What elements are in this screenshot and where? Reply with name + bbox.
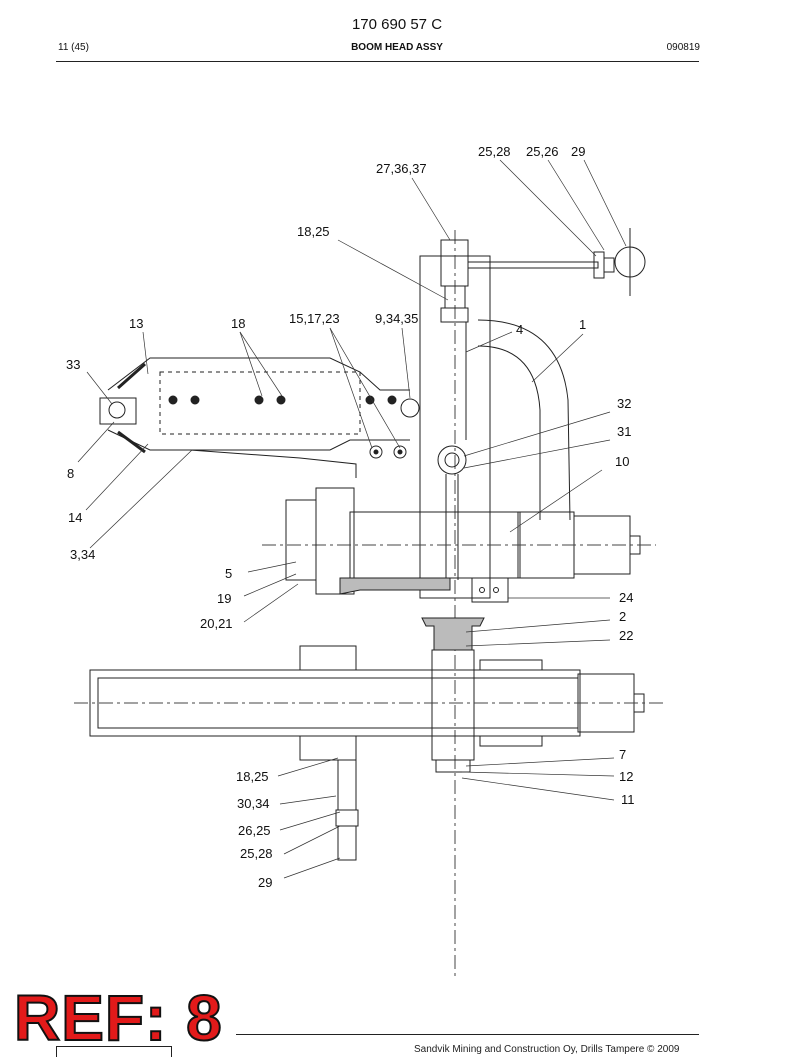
jaw-pivot-block — [99, 397, 137, 425]
arm-bolts — [168, 395, 407, 459]
item-label: 4 — [516, 322, 523, 337]
item-label: 18,25 — [236, 769, 269, 784]
item-label: 14 — [68, 510, 82, 525]
item-label: 7 — [619, 747, 626, 762]
lower-jaw-pad — [117, 430, 146, 454]
item-label: 10 — [615, 454, 629, 469]
jaw-cylinder-housing — [159, 371, 361, 435]
item-label: 33 — [66, 357, 80, 372]
jaw-pivot-pin — [108, 401, 126, 419]
header-rule — [56, 61, 699, 62]
lower-bottom-rail — [479, 735, 543, 747]
item-label: 31 — [617, 424, 631, 439]
page-number: 11 (45) — [58, 42, 89, 53]
mount-block — [471, 577, 509, 603]
curved-hose-inner — [477, 345, 541, 520]
item-label: 24 — [619, 590, 633, 605]
item-label: 25,28 — [478, 144, 511, 159]
clamp-block — [603, 257, 615, 273]
item-label: 19 — [217, 591, 231, 606]
rotator-housing — [431, 649, 475, 761]
item-label: 25,26 — [526, 144, 559, 159]
rotator-nut — [435, 759, 471, 773]
item-label: 12 — [619, 769, 633, 784]
top-cylinder-collar — [440, 307, 469, 323]
footer-rule — [236, 1034, 699, 1035]
sleeve-flange — [421, 617, 485, 651]
item-label: 15,17,23 — [289, 311, 340, 326]
flange-hub — [285, 499, 317, 581]
upper-jaw-pad — [117, 362, 146, 390]
item-label: 2 — [619, 609, 626, 624]
curved-hose-outer — [477, 319, 571, 521]
item-labels: 25,28 25,26 29 27,36,37 18,25 13 18 15,1… — [66, 144, 635, 890]
document-number: 170 690 57 C — [351, 16, 443, 33]
item-label: 27,36,37 — [376, 161, 427, 176]
lower-top-clamp — [299, 645, 357, 671]
footer-copyright: Sandvik Mining and Construction Oy, Dril… — [414, 1044, 680, 1055]
item-label: 13 — [129, 316, 143, 331]
item-label: 9,34,35 — [375, 311, 418, 326]
jaw-link-line — [189, 449, 357, 478]
item-label: 11 — [621, 792, 635, 807]
item-label: 18,25 — [297, 224, 330, 239]
lower-hose-pipe — [337, 759, 357, 811]
page-title: BOOM HEAD ASSY — [351, 42, 443, 53]
leader-lines — [77, 159, 627, 879]
lower-top-rail — [479, 659, 543, 671]
item-label: 29 — [571, 144, 585, 159]
plate-pivot-inner — [444, 452, 460, 468]
jaw-rear-pin — [400, 398, 420, 418]
item-label: 30,34 — [237, 796, 270, 811]
item-label: 20,21 — [200, 616, 233, 631]
item-label: 8 — [67, 466, 74, 481]
plate-pivot-outer — [437, 445, 467, 475]
item-label: 18 — [231, 316, 245, 331]
item-label: 26,25 — [238, 823, 271, 838]
company-logo — [56, 1046, 172, 1057]
clamp-arm — [467, 261, 599, 269]
bottom-bracket — [339, 577, 451, 595]
upper-jaw-arm — [107, 357, 410, 391]
item-label: 1 — [579, 317, 586, 332]
item-label: 5 — [225, 566, 232, 581]
ref-stamp: REF: 8 — [13, 982, 223, 1054]
item-label: 32 — [617, 396, 631, 411]
item-label: 22 — [619, 628, 633, 643]
item-label: 25,28 — [240, 846, 273, 861]
lower-hose-end — [337, 825, 357, 861]
lower-bottom-clamp — [299, 735, 357, 761]
item-label: 3,34 — [70, 547, 95, 562]
revision-date: 090819 — [666, 42, 700, 53]
item-label: 29 — [258, 875, 272, 890]
lower-jaw-arm — [107, 429, 410, 451]
